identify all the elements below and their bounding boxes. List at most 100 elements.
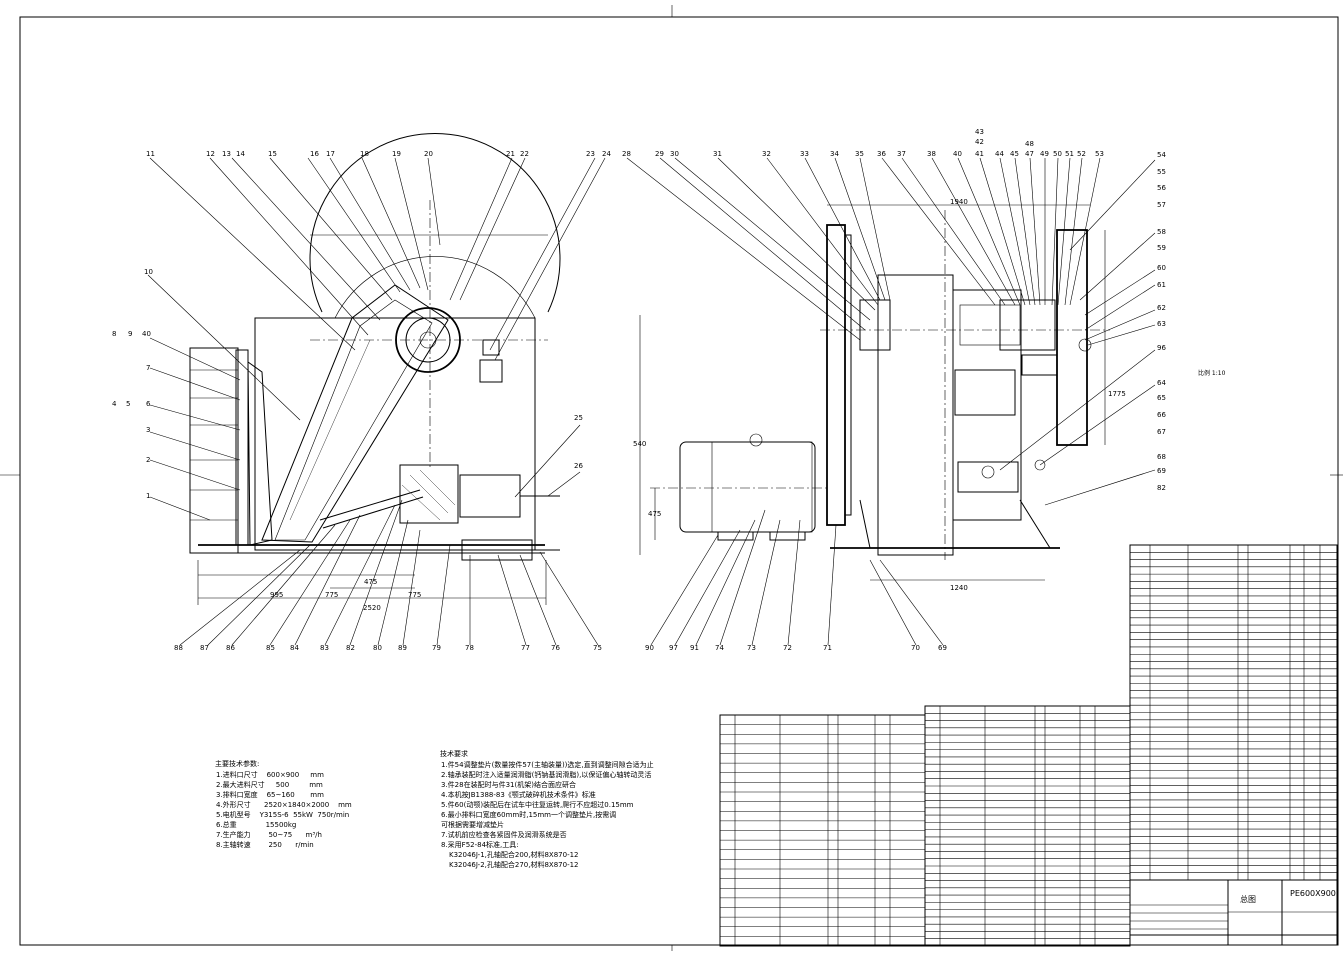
leader-77: 77 <box>521 644 530 652</box>
spec-row-7: 7.生产能力 50~75 m³/h <box>216 831 322 839</box>
leader-97: 97 <box>669 644 678 652</box>
drawing-name: 总图 <box>1240 895 1256 904</box>
leader-65: 65 <box>1157 394 1166 402</box>
leader-1: 1 <box>146 492 151 500</box>
leader-29: 29 <box>655 150 664 158</box>
dim-775-b: 775 <box>408 591 422 599</box>
leader-18: 18 <box>360 150 369 158</box>
tech-req-5: 5.件60(动颚)装配后在试车中往复运转,爬行不应超过0.15mm <box>441 801 634 809</box>
leader-28: 28 <box>622 150 631 158</box>
leader-32: 32 <box>762 150 771 158</box>
leader-66: 66 <box>1157 411 1166 419</box>
leader-60: 60 <box>1157 264 1166 272</box>
leader-86: 86 <box>226 644 235 652</box>
tech-req-7: 7.试机前应检查各紧固件及润滑系统是否 <box>441 831 567 839</box>
leader-50: 50 <box>1053 150 1062 158</box>
leader-69: 69 <box>938 644 947 652</box>
leader-49: 49 <box>1040 150 1049 158</box>
spec-row-5: 5.电机型号 Y315S-6 55kW 750r/min <box>216 811 350 819</box>
leader-8: 8 <box>112 330 117 338</box>
leader-14: 14 <box>236 150 245 158</box>
dim-995: 995 <box>270 591 284 599</box>
leader-37: 37 <box>897 150 906 158</box>
title-block <box>1129 879 1338 946</box>
dim-1240: 1240 <box>950 584 968 592</box>
tech-req-2: 2.轴承装配时注入适量润滑脂(钙钠基润滑脂),以保证偏心轴转动灵活 <box>441 771 652 779</box>
leader-80: 80 <box>373 644 382 652</box>
tech-req-3: 3.件28在装配时与件31(机架)结合面应研合 <box>441 781 576 789</box>
leader-34: 34 <box>830 150 839 158</box>
leader-35: 35 <box>855 150 864 158</box>
leader-82-side: 82 <box>1157 484 1166 492</box>
spec-row-3: 3.排料口宽度 65~160 mm <box>216 791 324 799</box>
leader-56: 56 <box>1157 184 1166 192</box>
leader-74: 74 <box>715 644 724 652</box>
leader-23: 23 <box>586 150 595 158</box>
leader-71: 71 <box>823 644 832 652</box>
spec-row-1: 1.进料口尺寸 600×900 mm <box>216 771 324 779</box>
dim-475: 475 <box>364 578 378 586</box>
tech-req-8: 8.采用F52-84标准,工具: <box>441 841 519 849</box>
spec-row-4: 4.外形尺寸 2520×1840×2000 mm <box>216 801 352 809</box>
front-view <box>147 133 606 646</box>
tech-req-6: 6.最小排料口宽度60mm时,15mm一个调整垫片,按需调 <box>441 811 617 819</box>
leader-52: 52 <box>1077 150 1086 158</box>
dim-1940: 1940 <box>950 198 968 206</box>
leader-75: 75 <box>593 644 602 652</box>
tech-req-title: 技术要求 <box>440 750 468 758</box>
leader-79: 79 <box>432 644 441 652</box>
leader-25: 25 <box>574 414 583 422</box>
leader-3: 3 <box>146 426 151 434</box>
leader-88: 88 <box>174 644 183 652</box>
dim-775-a: 775 <box>325 591 339 599</box>
leader-26: 26 <box>574 462 583 470</box>
scale-note: 比例 1:10 <box>1198 370 1226 377</box>
drawing-number: PE600X900 <box>1290 889 1336 898</box>
leader-51: 51 <box>1065 150 1074 158</box>
leader-16: 16 <box>310 150 319 158</box>
leader-82: 82 <box>346 644 355 652</box>
leader-84: 84 <box>290 644 299 652</box>
dim-1775: 1775 <box>1108 390 1126 398</box>
bom-mid <box>924 705 1131 947</box>
spec-row-8: 8.主轴转速 250 r/min <box>216 841 314 849</box>
leader-24: 24 <box>602 150 611 158</box>
leader-6: 6 <box>146 400 151 408</box>
leader-78: 78 <box>465 644 474 652</box>
leader-33: 33 <box>800 150 809 158</box>
leader-76: 76 <box>551 644 560 652</box>
tech-req-6b: 可根据需要增减垫片 <box>441 821 504 829</box>
leader-38: 38 <box>927 150 936 158</box>
leader-64: 64 <box>1157 379 1166 387</box>
tech-req-1: 1.件54调整垫片(数量按件57(主轴装量))选定,直到调整间隙合适为止 <box>441 761 654 769</box>
spec-title: 主要技术参数: <box>215 760 260 768</box>
dim-540: 540 <box>633 440 647 448</box>
leader-43: 43 <box>975 128 984 136</box>
leader-96: 96 <box>1157 344 1166 352</box>
tech-req-4: 4.本机按JB1388-83《颚式破碎机技术条件》标准 <box>441 791 596 799</box>
leader-67: 67 <box>1157 428 1166 436</box>
leader-30: 30 <box>670 150 679 158</box>
leader-63: 63 <box>1157 320 1166 328</box>
leader-70: 70 <box>911 644 920 652</box>
leader-19: 19 <box>392 150 401 158</box>
leader-72: 72 <box>783 644 792 652</box>
leader-31: 31 <box>713 150 722 158</box>
leader-20: 20 <box>424 150 433 158</box>
leader-90: 90 <box>645 644 654 652</box>
leader-61: 61 <box>1157 281 1166 289</box>
leader-13: 13 <box>222 150 231 158</box>
leader-45: 45 <box>1010 150 1019 158</box>
leader-11: 11 <box>146 150 155 158</box>
leader-21: 21 <box>506 150 515 158</box>
leader-58: 58 <box>1157 228 1166 236</box>
leader-83: 83 <box>320 644 329 652</box>
leader-44: 44 <box>995 150 1004 158</box>
leader-17: 17 <box>326 150 335 158</box>
leader-53: 53 <box>1095 150 1104 158</box>
leader-5: 5 <box>126 400 131 408</box>
spec-row-2: 2.最大进料尺寸 500 mm <box>216 781 323 789</box>
leader-57: 57 <box>1157 201 1166 209</box>
leader-55: 55 <box>1157 168 1166 176</box>
